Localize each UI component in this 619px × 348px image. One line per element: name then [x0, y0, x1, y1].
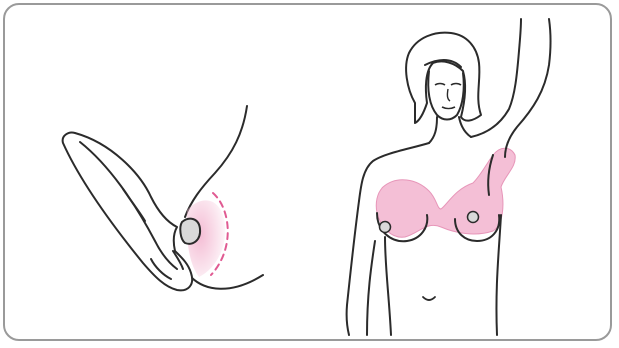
left-arm-outer: [347, 201, 359, 335]
breast-tissue-area: [376, 148, 515, 237]
face-outline: [428, 71, 463, 120]
torso-left-side: [385, 237, 391, 335]
torso-right-side: [496, 215, 501, 335]
body-contour: [185, 106, 247, 217]
front-view-panel: [305, 5, 612, 339]
left-eye: [435, 84, 445, 86]
left-arm-inner: [367, 241, 375, 335]
nipple: [180, 219, 200, 244]
side-view-panel: [5, 5, 305, 339]
woman-arm-raised-breast-tissue-area-icon: [305, 5, 612, 341]
hand-palpating-breast-side-profile-icon: [5, 5, 305, 341]
nose: [447, 89, 450, 101]
hair: [406, 33, 481, 123]
left-nipple: [380, 222, 391, 233]
mouth: [442, 107, 455, 109]
right-nipple: [468, 212, 479, 223]
raised-arm-inner: [505, 19, 551, 157]
illustration-frame: [3, 3, 612, 341]
navel: [423, 297, 435, 300]
neck-left: [429, 117, 437, 143]
breast-lower-contour: [191, 275, 263, 289]
right-eye: [451, 84, 461, 86]
